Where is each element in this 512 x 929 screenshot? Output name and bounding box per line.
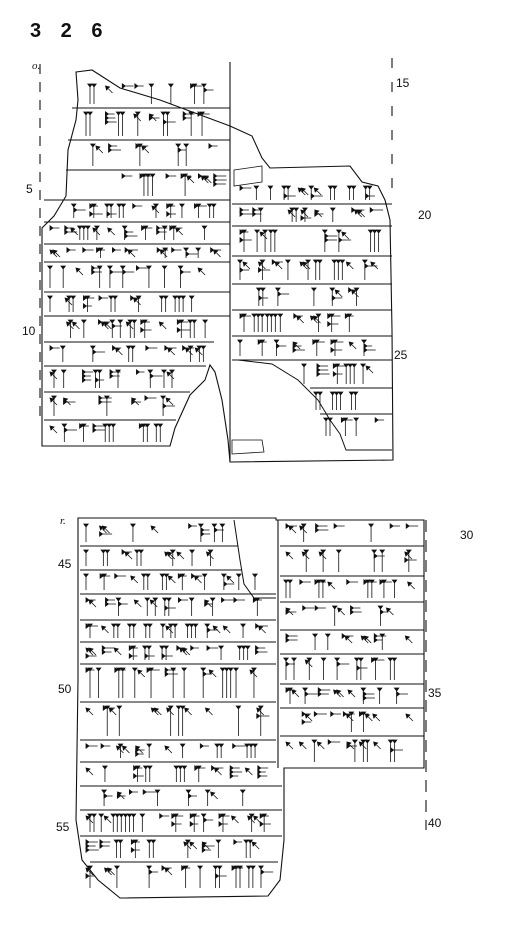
obverse-damage-bottom (231, 439, 265, 455)
line-number-55: 55 (56, 820, 70, 834)
obverse-damage-top (233, 165, 263, 187)
line-number-40: 40 (428, 816, 442, 830)
line-number-5: 5 (26, 182, 33, 196)
line-number-10: 10 (22, 324, 36, 338)
obverse-face (39, 58, 394, 463)
line-number-25: 25 (394, 348, 408, 362)
obverse-outline (41, 69, 394, 463)
obverse-damage-break (237, 359, 392, 451)
obverse-side-label: o. (32, 60, 41, 72)
obverse-left-rules (44, 107, 230, 421)
reverse-left-rules (80, 545, 282, 863)
obverse-right-rules (232, 203, 392, 415)
reverse-face (75, 517, 427, 899)
line-number-15: 15 (396, 76, 410, 90)
cuneiform-signs (47, 83, 419, 888)
line-number-35: 35 (428, 686, 442, 700)
reverse-damage (233, 519, 276, 599)
line-number-45: 45 (58, 557, 72, 571)
line-number-30: 30 (460, 528, 474, 542)
line-number-20: 20 (418, 208, 432, 222)
line-number-50: 50 (58, 682, 72, 696)
reverse-outline (75, 517, 425, 899)
reverse-right-rules (280, 545, 424, 737)
plate-number: 3 2 6 (30, 20, 110, 42)
reverse-side-label: r. (60, 515, 66, 527)
